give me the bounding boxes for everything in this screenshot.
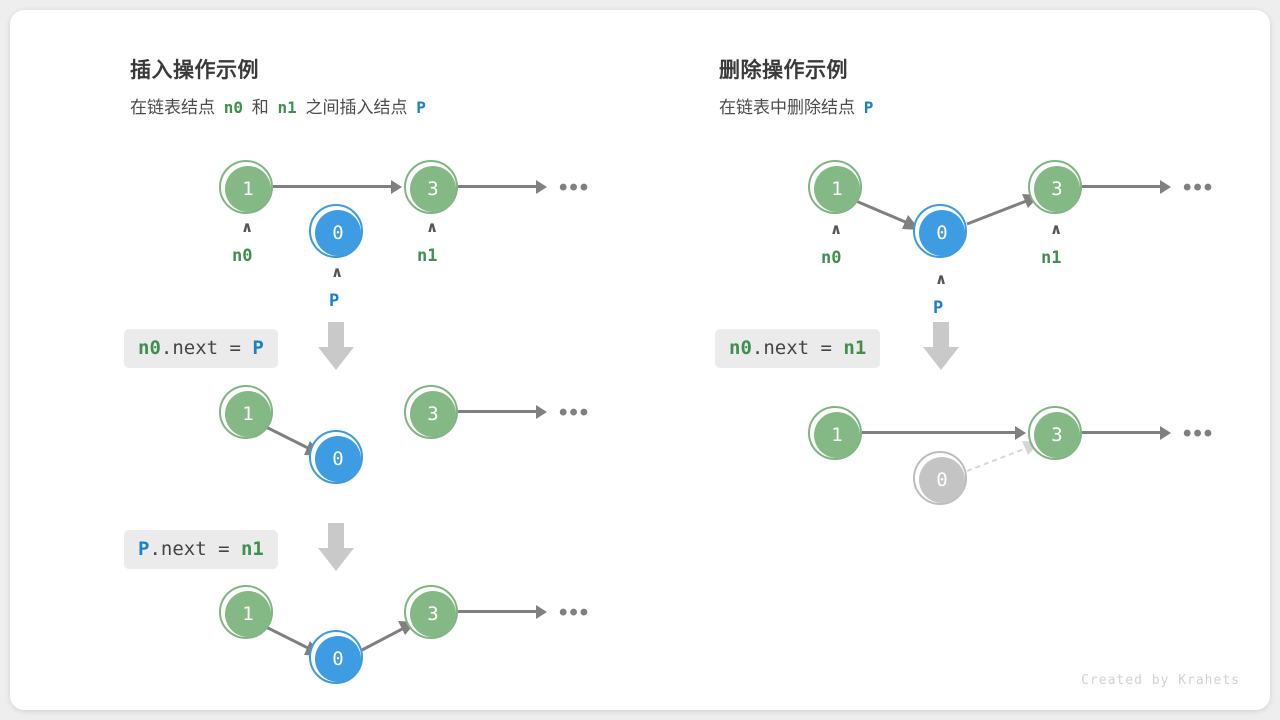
- delete-panel: 删除操作示例 在链表中删除结点 P 1 0 3 •••: [595, 10, 1270, 710]
- node-value: 1: [831, 424, 843, 446]
- arrowhead-3-to-tail: [536, 605, 547, 619]
- arrowhead-1-to-3: [1015, 426, 1026, 440]
- node-value: 1: [242, 603, 254, 625]
- code-middle: .next =: [160, 337, 253, 359]
- node-value: 0: [332, 448, 344, 470]
- caret-icon-p: ∧: [331, 264, 344, 281]
- insert-subtitle-part2: 和: [251, 98, 269, 117]
- delete-panel-title: 删除操作示例: [719, 59, 848, 82]
- caret-icon-n0: ∧: [241, 219, 254, 236]
- code-target: P: [138, 538, 150, 560]
- node-value: 0: [332, 222, 344, 244]
- edge-n0-to-n1: [273, 185, 399, 188]
- code-value: n1: [843, 337, 867, 359]
- arrowhead-n1-to-tail: [536, 180, 547, 194]
- edge-3-to-tail: [458, 610, 543, 613]
- insert-subtitle-n1: n1: [277, 98, 297, 117]
- ellipsis: •••: [559, 399, 591, 426]
- node-value: 3: [427, 403, 439, 425]
- code-target: n0: [729, 337, 752, 359]
- insert-subtitle-part1: 在链表结点: [130, 98, 215, 117]
- caret-icon-n1: ∧: [426, 219, 439, 236]
- node-value-3: 3: [404, 385, 458, 439]
- node-value: 3: [1051, 424, 1063, 446]
- insert-step-1-code: n0.next = P: [124, 329, 278, 368]
- delete-step-1-code: n0.next = n1: [715, 329, 881, 368]
- node-value-1: 1: [219, 585, 273, 639]
- edge-1-to-3: [862, 431, 1022, 434]
- pointer-label-n1: n1: [1041, 248, 1062, 268]
- node-value: 1: [242, 403, 254, 425]
- node-value-0: 0: [309, 630, 363, 684]
- node-value: 0: [332, 648, 344, 670]
- arrowhead-3-to-tail: [1160, 426, 1171, 440]
- caret-icon-p: ∧: [935, 271, 948, 288]
- insert-subtitle-n0: n0: [223, 98, 243, 117]
- delete-subtitle-p: P: [863, 98, 874, 117]
- insert-panel-title: 插入操作示例: [130, 59, 259, 82]
- edge-n1-to-tail: [458, 185, 543, 188]
- insert-panel-subtitle: 在链表结点 n0 和 n1 之间插入结点 P: [130, 93, 430, 118]
- code-target: n0: [138, 337, 161, 359]
- caret-icon-n1: ∧: [1050, 221, 1063, 238]
- node-value-1: 1: [808, 406, 862, 460]
- pointer-label-n0: n0: [232, 246, 253, 266]
- node-value: 3: [1051, 178, 1063, 200]
- code-middle: .next =: [149, 538, 241, 560]
- node-value: 1: [831, 178, 843, 200]
- node-removed-value-0: 0: [913, 451, 967, 505]
- step-down-arrow-icon-1: [318, 322, 354, 370]
- edge-n1-to-tail: [1082, 185, 1167, 188]
- code-value: n1: [240, 538, 264, 560]
- node-value: 0: [936, 469, 948, 491]
- pointer-label-n1: n1: [417, 246, 438, 266]
- node-value-3: 3: [1028, 406, 1082, 460]
- pointer-label-n0: n0: [821, 248, 842, 268]
- code-middle: .next =: [751, 337, 844, 359]
- node-n1-value-3: 3: [404, 160, 458, 214]
- delete-row2-edges: [966, 441, 1040, 472]
- edge-3-to-tail: [458, 410, 543, 413]
- code-value: P: [252, 337, 264, 359]
- node-value: 0: [936, 222, 948, 244]
- insert-panel: 插入操作示例 在链表结点 n0 和 n1 之间插入结点 P 1 0 3 •••: [10, 10, 640, 710]
- insert-subtitle-p: P: [416, 98, 426, 117]
- node-n0-value-1: 1: [808, 160, 862, 214]
- pointer-label-p: P: [933, 298, 944, 318]
- node-p-value-0: 0: [913, 204, 967, 258]
- node-value-1: 1: [219, 385, 273, 439]
- node-value: 1: [242, 178, 254, 200]
- delete-subtitle-part1: 在链表中删除结点: [719, 98, 855, 117]
- node-n1-value-3: 3: [1028, 160, 1082, 214]
- pointer-label-p: P: [329, 291, 340, 311]
- step-down-arrow-icon-2: [318, 523, 354, 571]
- arrowhead-3-to-tail: [536, 405, 547, 419]
- node-n0-value-1: 1: [219, 160, 273, 214]
- ellipsis: •••: [1183, 174, 1215, 201]
- insert-subtitle-part3: 之间插入结点: [305, 98, 408, 117]
- node-value: 3: [427, 178, 439, 200]
- ellipsis: •••: [559, 599, 591, 626]
- diagram-card: 插入操作示例 在链表结点 n0 和 n1 之间插入结点 P 1 0 3 •••: [10, 10, 1270, 710]
- arrowhead-n1-to-tail: [1160, 180, 1171, 194]
- delete-panel-subtitle: 在链表中删除结点 P: [719, 93, 877, 118]
- insert-step-2-code: P.next = n1: [124, 530, 278, 569]
- node-value: 3: [427, 603, 439, 625]
- node-p-value-0: 0: [309, 204, 363, 258]
- arrowhead-n0-to-n1: [391, 180, 402, 194]
- step-down-arrow-icon-1: [923, 322, 959, 370]
- ellipsis: •••: [559, 174, 591, 201]
- caret-icon-n0: ∧: [830, 221, 843, 238]
- node-value-3: 3: [404, 585, 458, 639]
- ellipsis: •••: [1183, 420, 1215, 447]
- node-value-0: 0: [309, 430, 363, 484]
- watermark: Created by Krahets: [1081, 673, 1240, 688]
- edge-3-to-tail: [1082, 431, 1167, 434]
